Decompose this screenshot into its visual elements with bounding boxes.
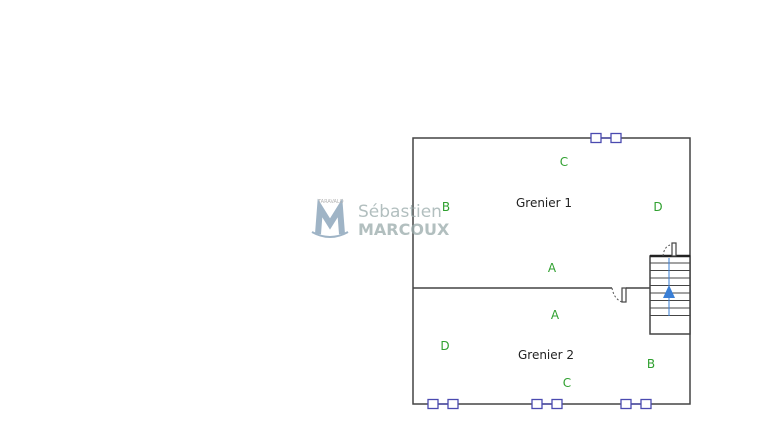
watermark-line2: MARCOUX [358,220,450,239]
staircase [649,242,691,335]
watermark-line1: Sébastien [358,202,442,222]
window [531,398,563,410]
wall-label: A [548,261,557,275]
stair-direction-arrow-icon [663,285,675,298]
wall-label: B [442,200,450,214]
wall-label: C [563,376,571,390]
room-label-grenier-2: Grenier 2 [518,348,574,362]
watermark-logo: TARAVALO Sébastien MARCOUX [311,198,450,239]
wall-label: D [440,339,449,353]
wall-label: D [653,200,662,214]
door [611,287,627,303]
wall-label: C [560,155,568,169]
watermark-small: TARAVALO [317,199,344,205]
wall-label: B [647,357,655,371]
window [590,132,622,144]
room-label-grenier-1: Grenier 1 [516,196,572,210]
window [620,398,652,410]
window [427,398,459,410]
wall-label: A [551,308,560,322]
